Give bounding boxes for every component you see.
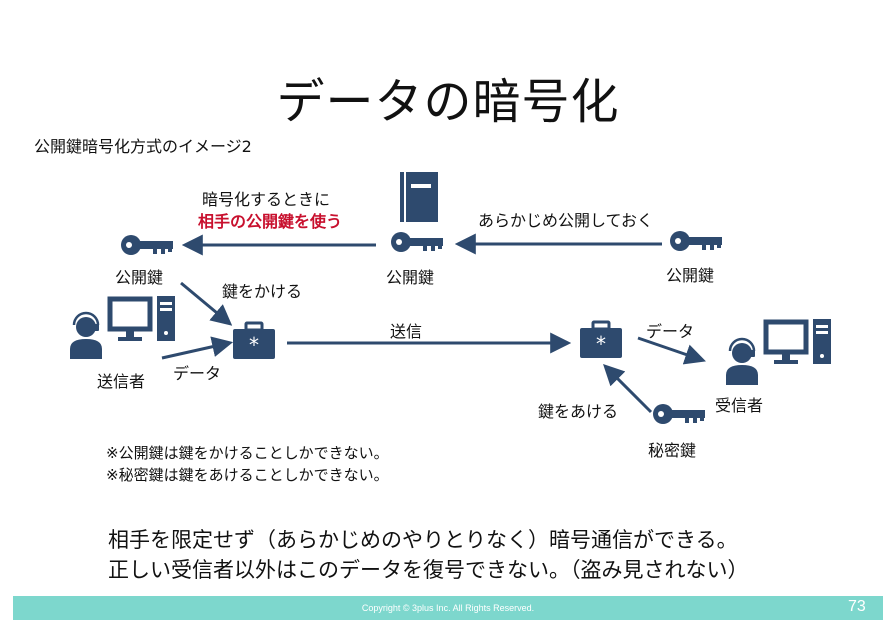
computer-icon-sender <box>110 296 175 341</box>
secret-key-icon <box>653 404 705 424</box>
encrypt-note-line1: 暗号化するときに <box>202 190 331 209</box>
public-key-label-receiver: 公開鍵 <box>666 266 715 285</box>
note-public-key: ※公開鍵は鍵をかけることしかできない。 <box>106 444 389 462</box>
person-icon-receiver <box>724 337 760 387</box>
public-key-label-center: 公開鍵 <box>386 268 435 287</box>
public-key-icon-receiver <box>670 231 722 251</box>
locked-case-icon-receiver <box>578 320 624 360</box>
arrow-data-to-case <box>161 336 234 360</box>
public-key-label-sender: 公開鍵 <box>115 268 164 287</box>
data-label-sender: データ <box>173 364 222 383</box>
receiver-label: 受信者 <box>715 396 764 415</box>
page-subtitle: 公開鍵暗号化方式のイメージ2 <box>34 137 252 156</box>
arrow-secret-key-to-case <box>603 364 653 414</box>
public-key-icon-center <box>391 232 443 252</box>
page-number: 73 <box>848 598 866 615</box>
summary-line-2: 正しい受信者以外はこのデータを復号できない。（盗み見されない） <box>108 558 749 582</box>
computer-icon-receiver <box>766 319 831 364</box>
note-secret-key: ※秘密鍵は鍵をあけることしかできない。 <box>106 466 389 484</box>
person-icon-sender <box>68 311 104 361</box>
sender-label: 送信者 <box>97 372 146 391</box>
arrow-data-to-receiver <box>637 336 706 365</box>
locked-case-icon-sender <box>231 321 277 361</box>
send-label: 送信 <box>390 322 423 341</box>
summary-line-1: 相手を限定せず（あらかじめのやりとりなく）暗号通信ができる。 <box>108 528 738 552</box>
publish-note: あらかじめ公開しておく <box>478 211 654 230</box>
data-label-receiver: データ <box>646 322 695 341</box>
arrow-key-to-case <box>180 281 233 326</box>
key-book-icon <box>400 172 438 222</box>
page-title: データの暗号化 <box>276 74 620 130</box>
footer-bar <box>13 596 883 620</box>
secret-key-label: 秘密鍵 <box>648 441 697 460</box>
copyright-text: Copyright © 3plus Inc. All Rights Reserv… <box>361 603 535 613</box>
unlock-label: 鍵をあける <box>538 402 619 421</box>
lock-label: 鍵をかける <box>222 282 303 301</box>
encrypt-note-line2: 相手の公開鍵を使う <box>198 212 343 231</box>
public-key-icon-sender <box>121 235 173 255</box>
